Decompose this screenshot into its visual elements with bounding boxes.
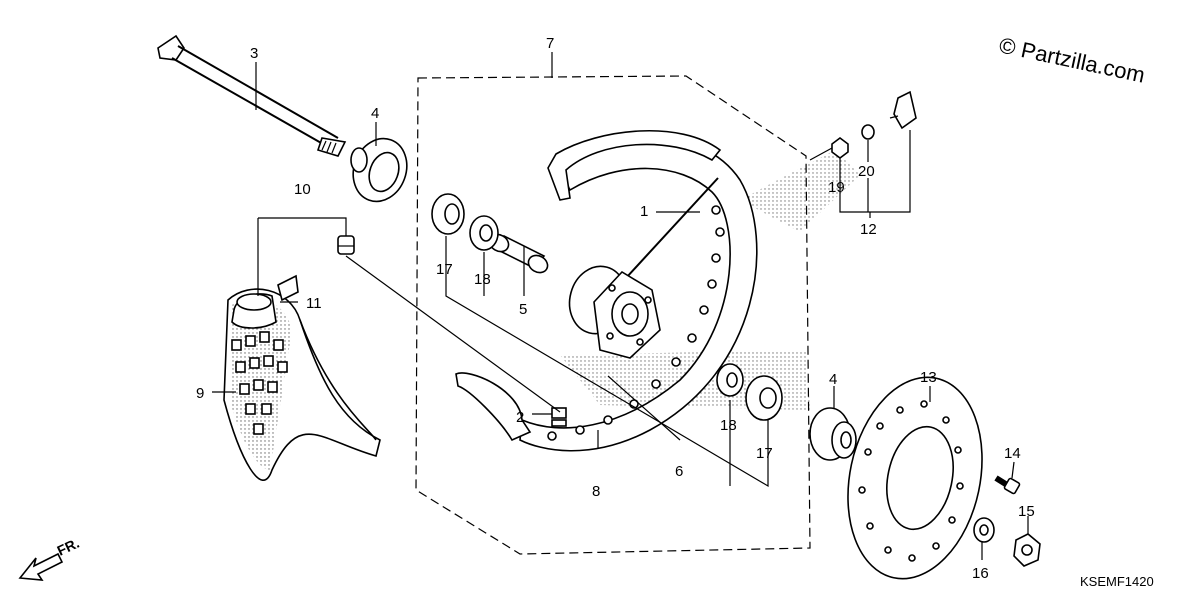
- callout-1: 1: [640, 203, 648, 220]
- wheel-assembly-outline: [415, 75, 811, 555]
- callout-9: 9: [196, 385, 204, 402]
- callout-5: 5: [519, 301, 527, 318]
- lock-nut-part: [1013, 533, 1041, 567]
- callout-16: 16: [972, 565, 989, 582]
- callout-17a: 17: [436, 261, 453, 278]
- bearing-right-part: [716, 363, 744, 397]
- diagram-code: KSEMF1420: [1080, 574, 1154, 589]
- axle-part: [157, 34, 347, 157]
- brake-disc-vent-holes: [858, 400, 964, 562]
- tire-tread-blocks: [231, 331, 288, 435]
- valve-cap-part: [337, 235, 355, 255]
- washer-part: [973, 517, 995, 543]
- hub-part: [568, 265, 661, 359]
- callout-18a: 18: [474, 271, 491, 288]
- callout-20: 20: [858, 163, 875, 180]
- callout-19: 19: [828, 179, 845, 196]
- callout-6: 6: [675, 463, 683, 480]
- distance-collar-part: [488, 233, 549, 274]
- rim-part: [455, 129, 758, 452]
- callout-11: 11: [306, 295, 322, 312]
- callout-7: 7: [546, 35, 554, 52]
- side-collar-right-part: [809, 407, 857, 461]
- callout-14: 14: [1004, 445, 1021, 462]
- callout-2: 2: [516, 409, 524, 426]
- callout-4b: 4: [829, 371, 837, 388]
- direction-label: FR.: [55, 535, 82, 559]
- disc-bolt-part: [994, 475, 1021, 495]
- callout-10: 10: [294, 181, 311, 198]
- bracket-12-part: [889, 90, 917, 130]
- rim-spoke-holes: [547, 205, 725, 441]
- callout-8: 8: [592, 483, 600, 500]
- dust-seal-right-part: [745, 375, 783, 421]
- callout-12: 12: [860, 221, 877, 238]
- brake-disc-part: [847, 376, 983, 580]
- dust-seal-left-part: [431, 193, 465, 235]
- callout-3: 3: [250, 45, 258, 62]
- leader-lines: [212, 52, 1029, 560]
- spoke-part: [625, 177, 719, 279]
- side-collar-left-part: [350, 137, 408, 203]
- front-direction-arrow: FR.: [18, 535, 82, 581]
- partzilla-watermark: © Partzilla.com: [997, 32, 1147, 87]
- washer-20-part: [861, 124, 875, 140]
- bearing-left-part: [469, 215, 499, 251]
- callout-15: 15: [1018, 503, 1035, 520]
- spoke-nipple-part: [551, 407, 567, 427]
- callout-18b: 18: [720, 417, 737, 434]
- tire-part: [223, 288, 381, 481]
- callout-4a: 4: [371, 105, 379, 122]
- callout-13: 13: [920, 369, 937, 386]
- nut-19-part: [831, 137, 849, 159]
- callout-17b: 17: [756, 445, 773, 462]
- shading-band-upper: [740, 150, 860, 232]
- tube-valve-part: [277, 274, 299, 302]
- callout-labels: 1 2 3 4 4 5 6 7 8 9 10 11 12 13 14 15 16…: [196, 35, 1035, 582]
